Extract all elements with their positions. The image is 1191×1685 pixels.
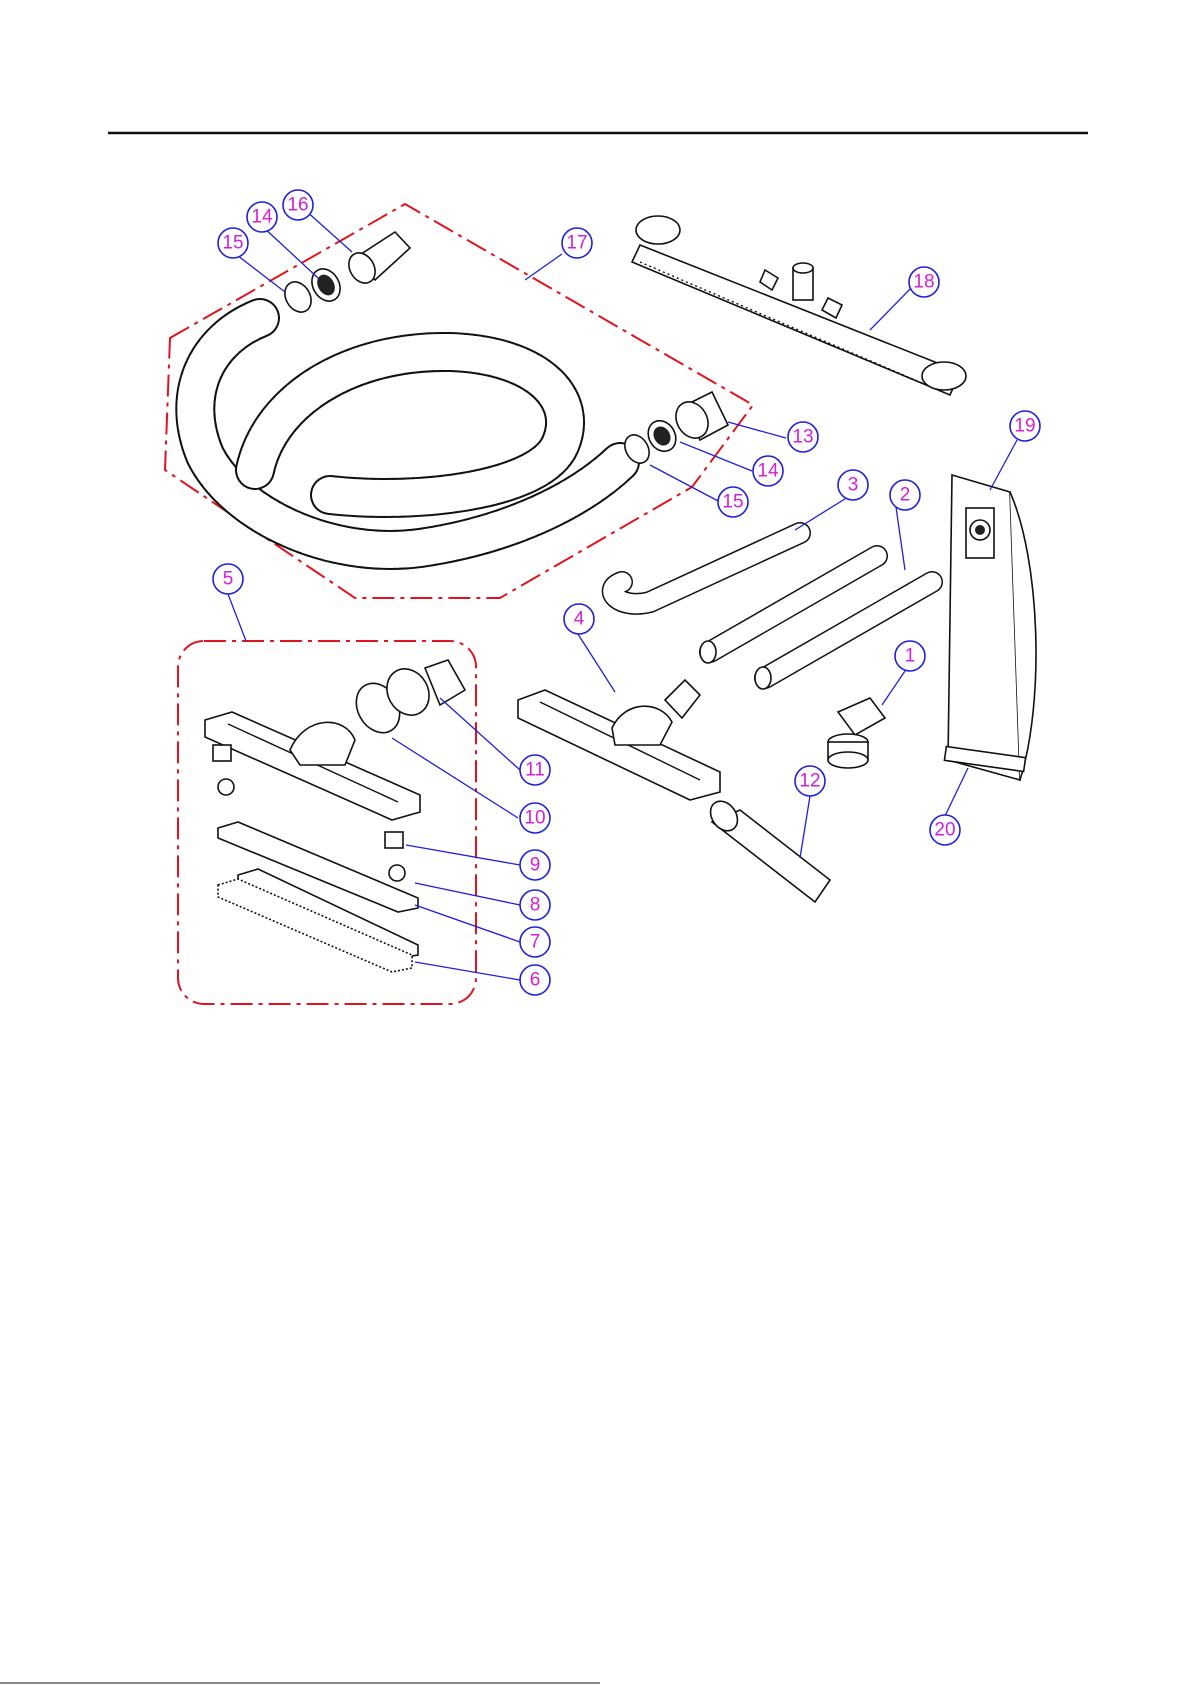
balloon-label: 19 — [1014, 416, 1035, 437]
balloon-label: 5 — [223, 569, 234, 590]
coiled-hose — [195, 318, 620, 550]
filter-bag — [944, 475, 1036, 780]
floor-tool-kit-parts — [205, 660, 465, 972]
balloon-label: 14 — [757, 461, 779, 482]
balloon-label: 20 — [934, 820, 955, 841]
balloon-label: 10 — [524, 808, 545, 829]
balloon-20: 20 — [930, 815, 960, 845]
balloon-1: 1 — [895, 641, 925, 671]
balloon-label: 18 — [913, 272, 934, 293]
balloon-label: 12 — [799, 771, 820, 792]
balloon-label: 1 — [905, 646, 916, 667]
squeegee-bar — [632, 216, 966, 395]
balloon-label: 6 — [530, 970, 541, 991]
balloon-label: 17 — [566, 233, 587, 254]
balloon-14-top: 14 — [247, 202, 277, 232]
balloon-17: 17 — [562, 228, 592, 258]
balloon-label: 7 — [530, 932, 541, 953]
balloon-8: 8 — [520, 890, 550, 920]
balloon-3: 3 — [838, 470, 868, 500]
floor-tool — [518, 680, 720, 800]
floor-tool-kit-boundary — [178, 641, 476, 1004]
balloon-label: 2 — [900, 485, 911, 506]
balloon-5: 5 — [213, 564, 243, 594]
balloon-label: 14 — [251, 207, 273, 228]
balloon-6: 6 — [520, 965, 550, 995]
balloon-7: 7 — [520, 927, 550, 957]
balloon-18: 18 — [909, 267, 939, 297]
balloon-label: 16 — [287, 195, 308, 216]
balloon-11: 11 — [520, 755, 550, 785]
balloon-label: 15 — [722, 492, 743, 513]
balloon-label: 13 — [792, 427, 813, 448]
balloon-label: 8 — [530, 895, 541, 916]
balloon-label: 15 — [222, 233, 243, 254]
balloon-15-right: 15 — [718, 487, 748, 517]
wand-tubes — [613, 533, 932, 689]
balloon-label: 9 — [530, 855, 541, 876]
balloon-2: 2 — [890, 480, 920, 510]
hose-cuff-right — [620, 392, 728, 467]
balloon-13: 13 — [788, 422, 818, 452]
balloon-10: 10 — [520, 803, 550, 833]
dusting-brush — [828, 698, 885, 768]
balloon-4: 4 — [564, 604, 594, 634]
balloon-9: 9 — [520, 850, 550, 880]
balloon-label: 3 — [848, 475, 859, 496]
balloon-16: 16 — [283, 190, 313, 220]
balloon-12: 12 — [795, 766, 825, 796]
balloon-15-top: 15 — [218, 228, 248, 258]
crevice-tool — [705, 796, 830, 902]
balloon-label: 4 — [574, 609, 585, 630]
balloon-label: 11 — [525, 760, 545, 781]
balloon-14-right: 14 — [753, 456, 783, 486]
balloon-19: 19 — [1010, 411, 1040, 441]
